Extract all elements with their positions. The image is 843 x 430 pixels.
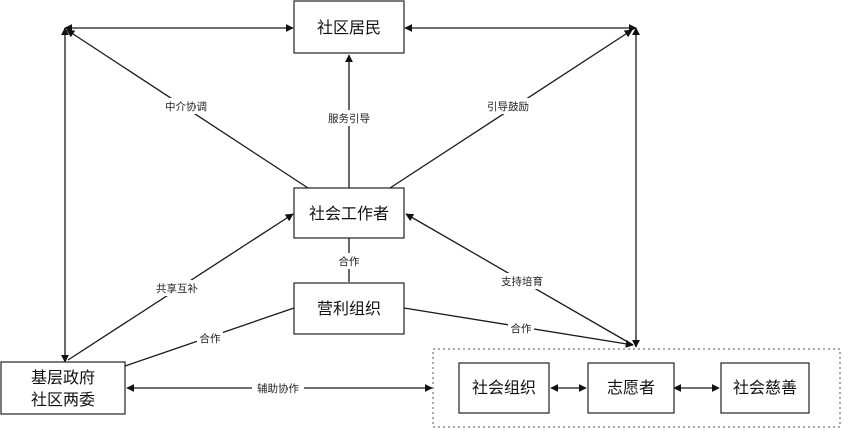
label-bg-cooperate-top [336, 253, 362, 269]
partner-group-frame [432, 348, 841, 428]
node-government-label-line1: 基层政府 [31, 368, 95, 387]
label-cooperate-top: 合作 [339, 255, 360, 268]
node-government-label-line2: 社区两委 [31, 390, 95, 409]
label-bg-support-cultivate [496, 273, 548, 289]
node-charity: 社会慈善 [720, 362, 810, 414]
label-bg-cooperate-left [197, 330, 223, 346]
label-bg-share-complement [151, 280, 203, 296]
label-bg-assist-cooperate [252, 380, 304, 396]
label-assist-cooperate: 辅助协作 [257, 382, 299, 395]
label-bg-service-guide [323, 110, 375, 126]
node-social-worker-label: 社会工作者 [309, 204, 389, 223]
node-volunteer-label: 志愿者 [607, 378, 655, 397]
node-residents-label: 社区居民 [317, 18, 381, 37]
label-guide-encourage: 引导鼓励 [487, 100, 529, 113]
node-charity-label: 社会慈善 [733, 378, 797, 397]
node-profit-org-label: 营利组织 [317, 299, 381, 318]
node-volunteer: 志愿者 [587, 362, 675, 414]
label-cooperate-right: 合作 [511, 322, 532, 335]
node-government: 基层政府 社区两委 [0, 361, 126, 415]
label-support-cultivate: 支持培育 [501, 275, 543, 288]
label-cooperate-left: 合作 [200, 332, 221, 345]
label-service-guide: 服务引导 [328, 112, 370, 125]
node-profit-org: 营利组织 [293, 282, 405, 335]
label-bg-guide-encourage [482, 98, 534, 114]
label-mediation: 中介协调 [165, 100, 207, 113]
label-bg-cooperate-right [508, 320, 534, 336]
node-social-org-label: 社会组织 [472, 378, 536, 397]
label-share-complement: 共享互补 [156, 282, 198, 295]
node-social-worker: 社会工作者 [293, 187, 405, 239]
node-residents: 社区居民 [293, 0, 405, 54]
node-social-org: 社会组织 [458, 362, 550, 414]
label-bg-mediation [160, 98, 212, 114]
